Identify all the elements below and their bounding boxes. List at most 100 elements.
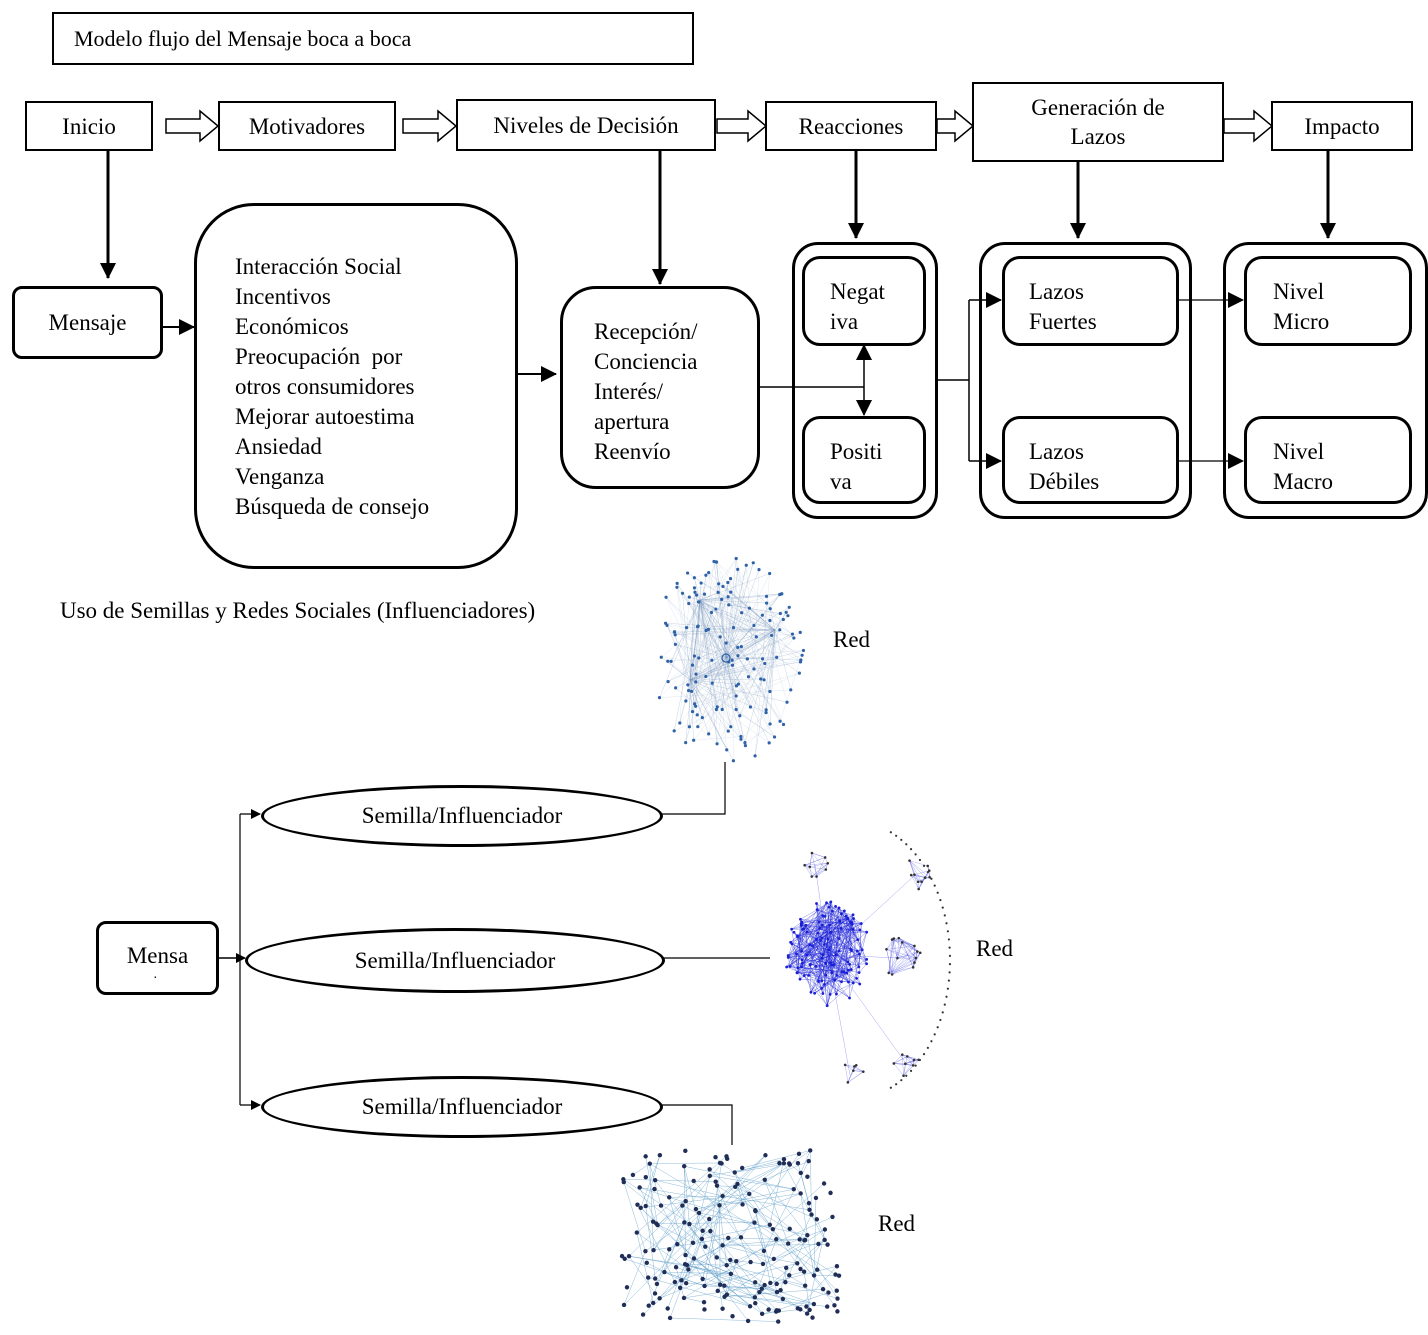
network-node (803, 863, 806, 867)
network-node (948, 954, 952, 957)
negativa-line: iva (830, 309, 859, 334)
network-node (798, 1266, 803, 1272)
network-node (905, 1074, 908, 1077)
network-node (726, 729, 730, 733)
network-node (717, 1282, 723, 1287)
network-node (810, 851, 814, 855)
network-node (939, 898, 942, 902)
network-node (852, 1069, 855, 1072)
network-node (778, 592, 782, 597)
network-node (855, 949, 859, 953)
network-node (709, 610, 714, 615)
network-node (763, 1153, 768, 1158)
network-node (654, 1221, 659, 1226)
network-node (708, 1228, 713, 1234)
network-node (805, 1174, 810, 1179)
network-node (820, 923, 824, 927)
network-node (686, 688, 691, 693)
negativa-line: Negat (830, 279, 885, 304)
network-node (703, 1244, 708, 1249)
network-node (804, 1304, 809, 1309)
network-node (796, 935, 799, 939)
network-node (740, 611, 744, 615)
network-node (683, 1148, 688, 1154)
network-node (778, 611, 782, 616)
network-node (840, 980, 843, 984)
network-node (773, 1309, 779, 1314)
decision-item: Reenvío (594, 439, 671, 464)
network-node (728, 1257, 733, 1263)
network-node (731, 759, 736, 763)
network-node (757, 568, 761, 572)
network-node (792, 636, 796, 640)
network-node (682, 1220, 687, 1225)
network-node (835, 1309, 840, 1314)
network-node (920, 880, 923, 884)
network-node (821, 953, 825, 957)
network-node (745, 657, 749, 661)
network-node (630, 1172, 636, 1178)
motivador-item: Mejorar autoestima (235, 404, 415, 429)
network-node (724, 1262, 729, 1268)
network-node (702, 1283, 707, 1289)
network-node (805, 1232, 810, 1238)
network-node (736, 654, 740, 658)
network-node (697, 656, 701, 660)
network-node (798, 1170, 803, 1176)
network-node (905, 1055, 909, 1058)
network-node (946, 930, 949, 933)
stage-niveles-decision: Niveles de Decisión (456, 99, 716, 151)
network-node (900, 941, 904, 944)
network-node (752, 1295, 758, 1300)
network-node (842, 909, 846, 913)
network-node (696, 725, 700, 729)
network-node (643, 1154, 648, 1159)
network-node (913, 944, 916, 948)
network-node (748, 1259, 753, 1265)
network-node (731, 625, 736, 630)
network-node (842, 970, 846, 974)
network-node (926, 871, 929, 874)
network-node (808, 943, 812, 947)
network-node (759, 1311, 765, 1317)
network-node (914, 956, 918, 960)
mensa-label: Mensa (126, 943, 189, 968)
network-node (839, 912, 843, 916)
network-node (747, 1191, 752, 1197)
network-node (820, 1286, 826, 1292)
network-node (619, 1253, 625, 1259)
network-node (745, 1318, 751, 1324)
network-node (821, 992, 825, 995)
network-node (710, 658, 714, 662)
network-node (858, 952, 861, 956)
network-node (759, 1286, 764, 1291)
network-node (789, 688, 793, 692)
network-node (781, 1161, 787, 1166)
network-node (909, 873, 913, 877)
network-node (752, 623, 756, 628)
micro-line: Nivel (1273, 279, 1325, 304)
network-node (672, 729, 676, 733)
network-node (692, 738, 696, 742)
network-node (851, 913, 855, 917)
network-node (790, 927, 794, 931)
network-node (823, 983, 826, 986)
network-node (734, 694, 738, 698)
network-node (715, 742, 719, 746)
network-node (696, 1210, 702, 1216)
network-graph-2 (785, 831, 952, 1089)
network-node (825, 1242, 830, 1247)
network-node (691, 1256, 697, 1261)
network-node (771, 1256, 777, 1262)
network-node (808, 865, 812, 869)
network-node (785, 1241, 791, 1246)
network-node (717, 582, 721, 586)
network-node (811, 1301, 817, 1307)
network-node (730, 658, 734, 662)
network-node (807, 1207, 812, 1212)
network-node (664, 595, 668, 599)
network-node (735, 1181, 740, 1187)
nivel-macro: Nivel Macro (1244, 416, 1412, 504)
network-node (785, 965, 789, 969)
decision-item: apertura (594, 409, 670, 434)
